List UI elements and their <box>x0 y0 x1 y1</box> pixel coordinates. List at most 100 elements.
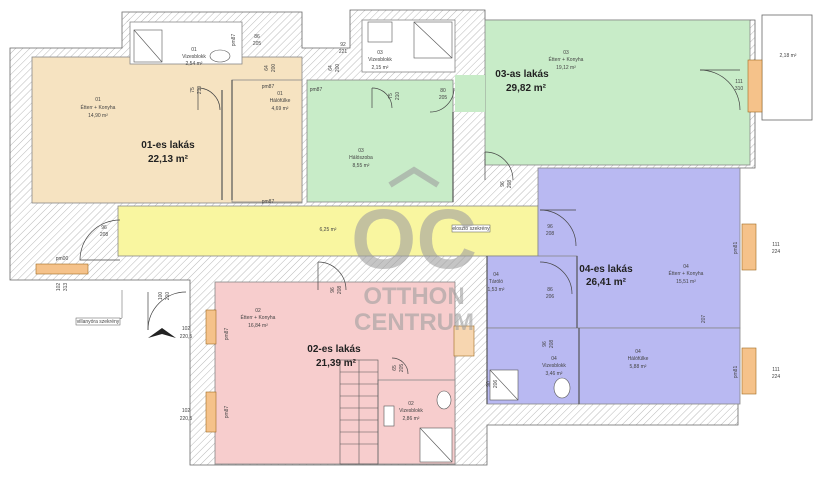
room-label-corridor: 6,25 m² <box>320 227 337 233</box>
apartment-03-area: 29,82 m² <box>506 83 547 94</box>
svg-text:2,86 m²: 2,86 m² <box>403 416 420 422</box>
svg-text:01: 01 <box>191 47 197 53</box>
svg-text:224: 224 <box>772 374 781 380</box>
svg-text:02: 02 <box>255 308 261 314</box>
svg-text:208: 208 <box>546 231 555 237</box>
svg-text:111: 111 <box>735 79 743 85</box>
svg-text:Étterr + Konyha: Étterr + Konyha <box>241 314 276 321</box>
svg-text:111: 111 <box>772 242 780 248</box>
pm87-marker-e: pm87 <box>224 328 230 341</box>
dim-75-210-a: 75 210 <box>190 86 203 95</box>
apartment-01-area: 22,13 m² <box>148 154 189 165</box>
svg-text:96: 96 <box>330 287 336 293</box>
svg-text:villanyóra szekrény: villanyóra szekrény <box>77 319 120 325</box>
dim-64-200-a: 64 200 <box>264 64 277 73</box>
svg-text:313: 313 <box>63 283 69 292</box>
svg-text:Étterr + Konyha: Étterr + Konyha <box>669 270 704 277</box>
svg-text:86: 86 <box>254 34 260 40</box>
svg-text:210: 210 <box>197 86 203 95</box>
dim-111-310: 111 310 <box>735 79 744 92</box>
svg-text:205: 205 <box>253 41 262 47</box>
room-label-01-living: 01 Étterr + Konyha 14,90 m² <box>81 97 116 119</box>
svg-text:206: 206 <box>546 294 555 300</box>
dim-96-208-d: 96 208 <box>330 286 343 295</box>
svg-text:01: 01 <box>95 97 101 103</box>
room-label-03-bath: 03 Vizesblokk 2,15 m² <box>368 50 392 71</box>
svg-text:92: 92 <box>340 42 346 48</box>
svg-text:96: 96 <box>500 181 506 187</box>
room-label-04-sleep: 04 Hálófülke 5,88 m² <box>628 349 649 370</box>
room-label-02-living: 02 Étterr + Konyha 16,84 m² <box>241 308 276 329</box>
apartment-01-name: 01-es lakás <box>141 140 195 151</box>
svg-text:03: 03 <box>377 50 383 56</box>
dim-96-208-e: 96 208 <box>542 340 555 349</box>
room-label-03-sleep: 03 Hálószoba 8,55 m² <box>349 148 373 169</box>
svg-text:CENTRUM: CENTRUM <box>354 309 474 336</box>
dim-92-221: 92 221 <box>339 42 348 55</box>
room-04-sleep <box>578 327 741 405</box>
pm87-marker-f: pm87 <box>224 406 230 419</box>
svg-text:04: 04 <box>551 356 557 362</box>
svg-text:02: 02 <box>408 401 414 407</box>
svg-text:Étterr + Konyha: Étterr + Konyha <box>549 56 584 63</box>
svg-text:102: 102 <box>182 408 191 414</box>
dim-96-208-c: 96 208 <box>546 224 555 237</box>
svg-text:208: 208 <box>100 232 109 238</box>
svg-text:102: 102 <box>182 326 191 332</box>
pm87-marker-b: pm87 <box>262 84 275 90</box>
room-label-01-bath: 01 Vizesblokk 2,54 m² <box>182 47 206 67</box>
balcony <box>761 14 813 121</box>
dim-90-206: 90 206 <box>486 380 499 389</box>
svg-text:19,12 m²: 19,12 m² <box>556 65 576 71</box>
otthon-centrum-logo: OC OTTHON CENTRUM <box>351 166 477 336</box>
svg-text:03: 03 <box>563 50 569 56</box>
svg-text:elosztó szekrény: elosztó szekrény <box>452 226 490 232</box>
svg-text:5,88 m²: 5,88 m² <box>630 364 647 370</box>
svg-text:64: 64 <box>328 65 334 71</box>
entrance-arrow-icon <box>148 328 176 338</box>
svg-text:03: 03 <box>358 148 364 154</box>
svg-text:208: 208 <box>549 340 555 349</box>
apartment-02-area: 21,39 m² <box>316 358 357 369</box>
room-label-03-living: 03 Étterr + Konyha 19,12 m² <box>549 50 584 71</box>
apartment-04-area: 26,41 m² <box>586 277 627 288</box>
svg-text:96: 96 <box>101 225 107 231</box>
svg-text:102: 102 <box>56 283 62 292</box>
dim-86-205: 86 205 <box>253 34 262 47</box>
svg-text:Hálófülke: Hálófülke <box>270 98 291 104</box>
svg-text:16,84 m²: 16,84 m² <box>248 323 268 329</box>
pm81-marker-b: pm81 <box>733 366 739 379</box>
room-03-link <box>455 75 485 112</box>
door-swings <box>79 69 741 375</box>
callout-villanyoraszekreny: villanyóra szekrény <box>75 290 123 326</box>
dim-102-220-b: 102 220,5 <box>180 408 193 422</box>
svg-text:04: 04 <box>493 272 499 278</box>
room-label-04-living: 04 Étterr + Konyha 15,51 m² <box>669 264 704 285</box>
room-01-sleep <box>231 79 303 203</box>
svg-text:Hálófülke: Hálófülke <box>628 356 649 362</box>
svg-text:100: 100 <box>158 292 164 301</box>
svg-text:80: 80 <box>440 88 446 94</box>
svg-text:64: 64 <box>264 65 270 71</box>
height-207-marker: 207 <box>701 315 707 324</box>
pm87-marker-c: pm87 <box>310 87 323 93</box>
svg-text:205: 205 <box>439 95 448 101</box>
dim-65-205: 65 205 <box>392 364 405 373</box>
svg-text:15,51 m²: 15,51 m² <box>676 279 696 285</box>
room-03-living <box>484 19 751 166</box>
svg-text:04: 04 <box>683 264 689 270</box>
svg-text:4,69 m²: 4,69 m² <box>272 106 289 112</box>
svg-text:Vizesblokk: Vizesblokk <box>399 408 423 414</box>
svg-text:75: 75 <box>388 93 394 99</box>
svg-text:Vizesblokk: Vizesblokk <box>542 363 566 369</box>
dim-102-313: 102 313 <box>56 283 69 292</box>
windows <box>35 59 763 433</box>
svg-text:208: 208 <box>337 286 343 295</box>
svg-text:96: 96 <box>547 224 553 230</box>
svg-text:210: 210 <box>165 292 171 301</box>
room-label-02-bath: 02 Vizesblokk 2,86 m² <box>399 401 423 422</box>
dim-75-210-b: 75 210 <box>388 92 401 101</box>
svg-text:2,54 m²: 2,54 m² <box>186 61 203 67</box>
room-label-04-bath: 04 Vizesblokk 3,46 m² <box>542 356 566 377</box>
svg-text:90: 90 <box>486 381 492 387</box>
